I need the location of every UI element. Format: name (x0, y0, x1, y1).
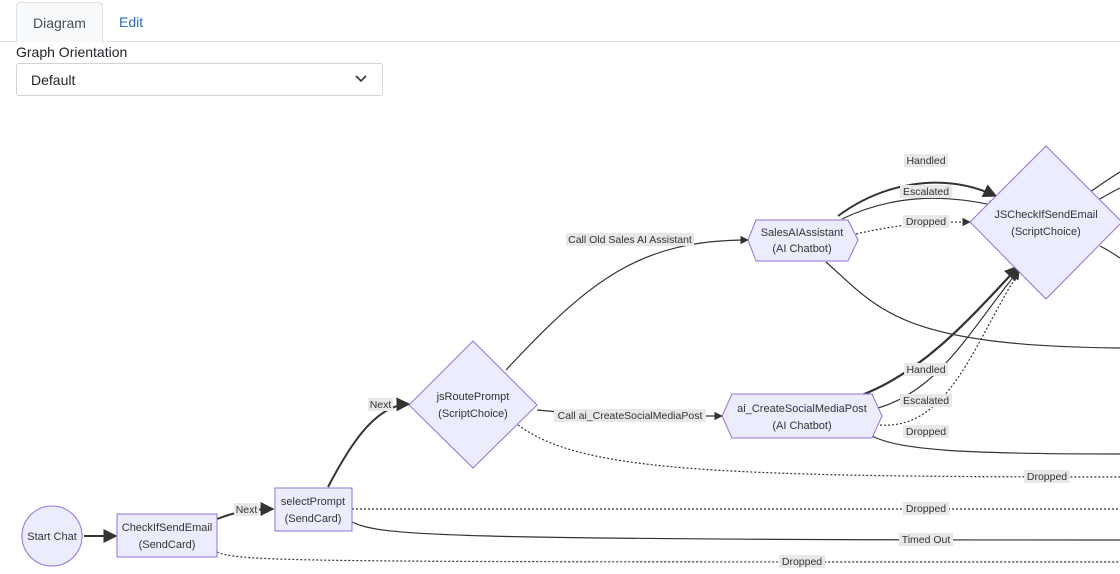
node-js-route-prompt[interactable]: jsRoutePrompt (ScriptChoice) (408, 340, 538, 469)
edge-label-next-2: Next (368, 398, 393, 411)
svg-text:Dropped: Dropped (906, 426, 946, 438)
edge-labels: Next Next Call Old Sales AI Assistant Ca… (234, 154, 1070, 568)
node-ai-create-social-media-post-title: ai_CreateSocialMediaPost (737, 403, 867, 415)
node-js-check-if-send-email[interactable]: JSCheckIfSendEmail (ScriptChoice) (969, 145, 1120, 300)
node-js-route-prompt-title: jsRoutePrompt (436, 391, 510, 403)
edge-check-dropped (216, 551, 1120, 563)
graph-orientation-value: Default (31, 72, 76, 88)
edge-social-dropped (879, 271, 1020, 426)
node-check-if-send-email[interactable]: CheckIfSendEmail (SendCard) (116, 513, 218, 558)
svg-text:Next: Next (236, 504, 258, 516)
svg-text:Escalated: Escalated (903, 186, 949, 198)
edge-label-escalated-2: Escalated (900, 394, 952, 407)
svg-text:Timed Out: Timed Out (902, 534, 951, 546)
edges (84, 171, 1120, 563)
edge-label-dropped-select: Dropped (903, 502, 949, 515)
node-sales-ai-assistant-title: SalesAIAssistant (761, 227, 844, 239)
edge-route-to-sales (505, 235, 749, 371)
node-check-if-send-email-title: CheckIfSendEmail (122, 522, 213, 534)
tab-bar: Diagram Edit (0, 0, 1120, 43)
edge-label-timed-out: Timed Out (899, 533, 953, 546)
edge-label-dropped-2: Dropped (903, 425, 949, 438)
svg-text:Call ai_CreateSocialMediaPost: Call ai_CreateSocialMediaPost (558, 410, 703, 422)
node-ai-create-social-media-post[interactable]: ai_CreateSocialMediaPost (AI Chatbot) (721, 393, 883, 439)
node-select-prompt-title: selectPrompt (281, 496, 345, 508)
edge-sales-out (825, 261, 1120, 349)
svg-text:Dropped: Dropped (782, 556, 822, 568)
edge-social-handled (861, 264, 1021, 397)
graph-orientation-label: Graph Orientation (16, 44, 128, 60)
edge-label-call-old-sales: Call Old Sales AI Assistant (566, 233, 694, 246)
edge-js-check-out-2 (1097, 187, 1120, 201)
svg-text:Call Old Sales AI Assistant: Call Old Sales AI Assistant (568, 234, 692, 246)
edge-js-check-out-1 (1089, 171, 1120, 193)
node-sales-ai-assistant-type: (AI Chatbot) (772, 243, 831, 255)
node-ai-create-social-media-post-type: (AI Chatbot) (772, 420, 831, 432)
node-check-if-send-email-type: (SendCard) (139, 539, 196, 551)
node-select-prompt-type: (SendCard) (285, 513, 342, 525)
edge-js-check-out-4 (1099, 245, 1120, 259)
node-js-check-if-send-email-title: JSCheckIfSendEmail (994, 209, 1097, 221)
node-start-chat[interactable]: Start Chat (21, 505, 83, 567)
edge-label-dropped-1: Dropped (903, 215, 949, 228)
tab-edit[interactable]: Edit (119, 14, 144, 30)
node-sales-ai-assistant[interactable]: SalesAIAssistant (AI Chatbot) (747, 219, 859, 262)
chevron-down-icon (355, 75, 367, 83)
svg-text:Dropped: Dropped (906, 216, 946, 228)
edge-label-call-ai-social: Call ai_CreateSocialMediaPost (554, 409, 706, 422)
edge-label-handled-2: Handled (904, 363, 948, 376)
edge-sales-dropped (855, 217, 971, 235)
edge-label-dropped-route: Dropped (1024, 470, 1070, 483)
edge-sales-handled (837, 181, 998, 217)
node-js-route-prompt-type: (ScriptChoice) (438, 408, 508, 420)
edge-select-to-route (327, 397, 411, 488)
node-start-chat-label: Start Chat (27, 531, 77, 543)
node-js-check-if-send-email-type: (ScriptChoice) (1011, 226, 1081, 238)
edge-select-timed-out (351, 521, 1120, 541)
node-select-prompt[interactable]: selectPrompt (SendCard) (274, 487, 353, 532)
edge-label-next-1: Next (234, 503, 259, 516)
svg-text:Dropped: Dropped (906, 503, 946, 515)
edge-social-out (871, 435, 1120, 455)
svg-text:Next: Next (370, 399, 392, 411)
edge-label-handled-1: Handled (904, 154, 948, 167)
edge-label-escalated-1: Escalated (900, 185, 952, 198)
svg-text:Handled: Handled (906, 155, 945, 167)
edge-label-dropped-check: Dropped (779, 555, 825, 568)
edge-social-escalated (877, 269, 1020, 409)
svg-text:Dropped: Dropped (1027, 471, 1067, 483)
svg-text:Handled: Handled (906, 364, 945, 376)
graph-orientation-select[interactable]: Default (16, 63, 383, 96)
tab-diagram[interactable]: Diagram (16, 2, 103, 43)
edge-sales-escalated (841, 197, 997, 220)
svg-text:Escalated: Escalated (903, 395, 949, 407)
